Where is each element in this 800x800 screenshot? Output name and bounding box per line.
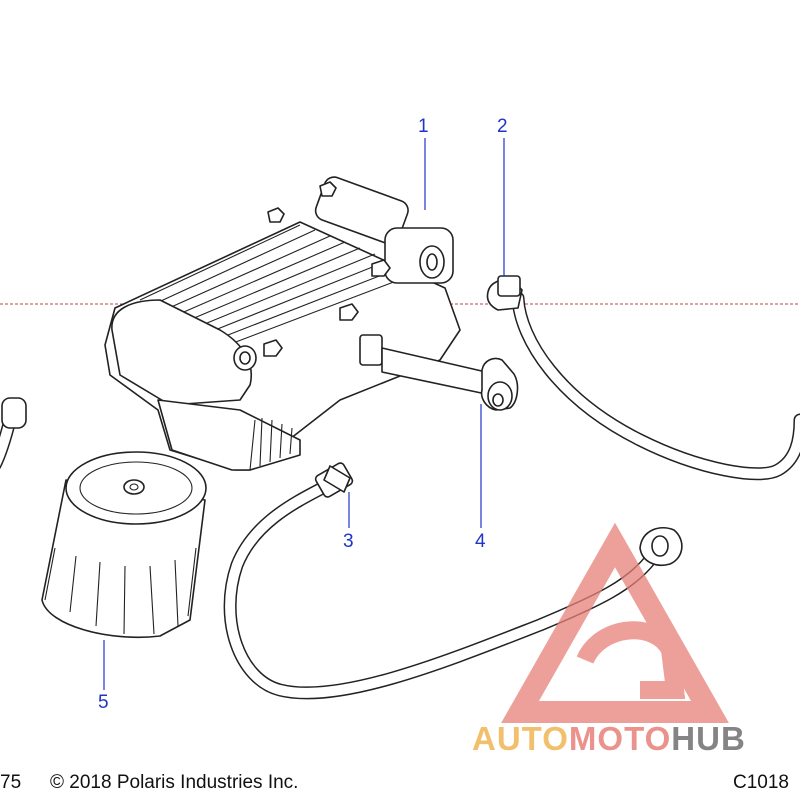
oil-cooler — [104, 176, 461, 471]
fitting-left-edge — [0, 397, 27, 470]
callout-3: 3 — [343, 531, 354, 552]
automotohub-watermark-text: AUTOMOTOHUB — [472, 720, 746, 758]
watermark-text-moto: MOTO — [568, 720, 672, 757]
bolt — [381, 347, 519, 411]
footer-left-partial: 75 — [0, 772, 22, 793]
callout-4: 4 — [475, 531, 486, 552]
callout-5: 5 — [98, 692, 109, 713]
hose-lower — [223, 462, 683, 700]
callout-1: 1 — [418, 116, 429, 137]
automotohub-logo-mark — [501, 522, 729, 723]
copyright-text: © 2018 Polaris Industries Inc. — [50, 772, 299, 793]
callout-2: 2 — [497, 116, 508, 137]
oil-filter — [41, 451, 207, 639]
diagram-code: C1018 — [733, 772, 789, 793]
watermark-text-auto: AUTO — [472, 720, 569, 757]
watermark-text-hub: HUB — [671, 720, 746, 757]
hose-right — [486, 275, 800, 481]
